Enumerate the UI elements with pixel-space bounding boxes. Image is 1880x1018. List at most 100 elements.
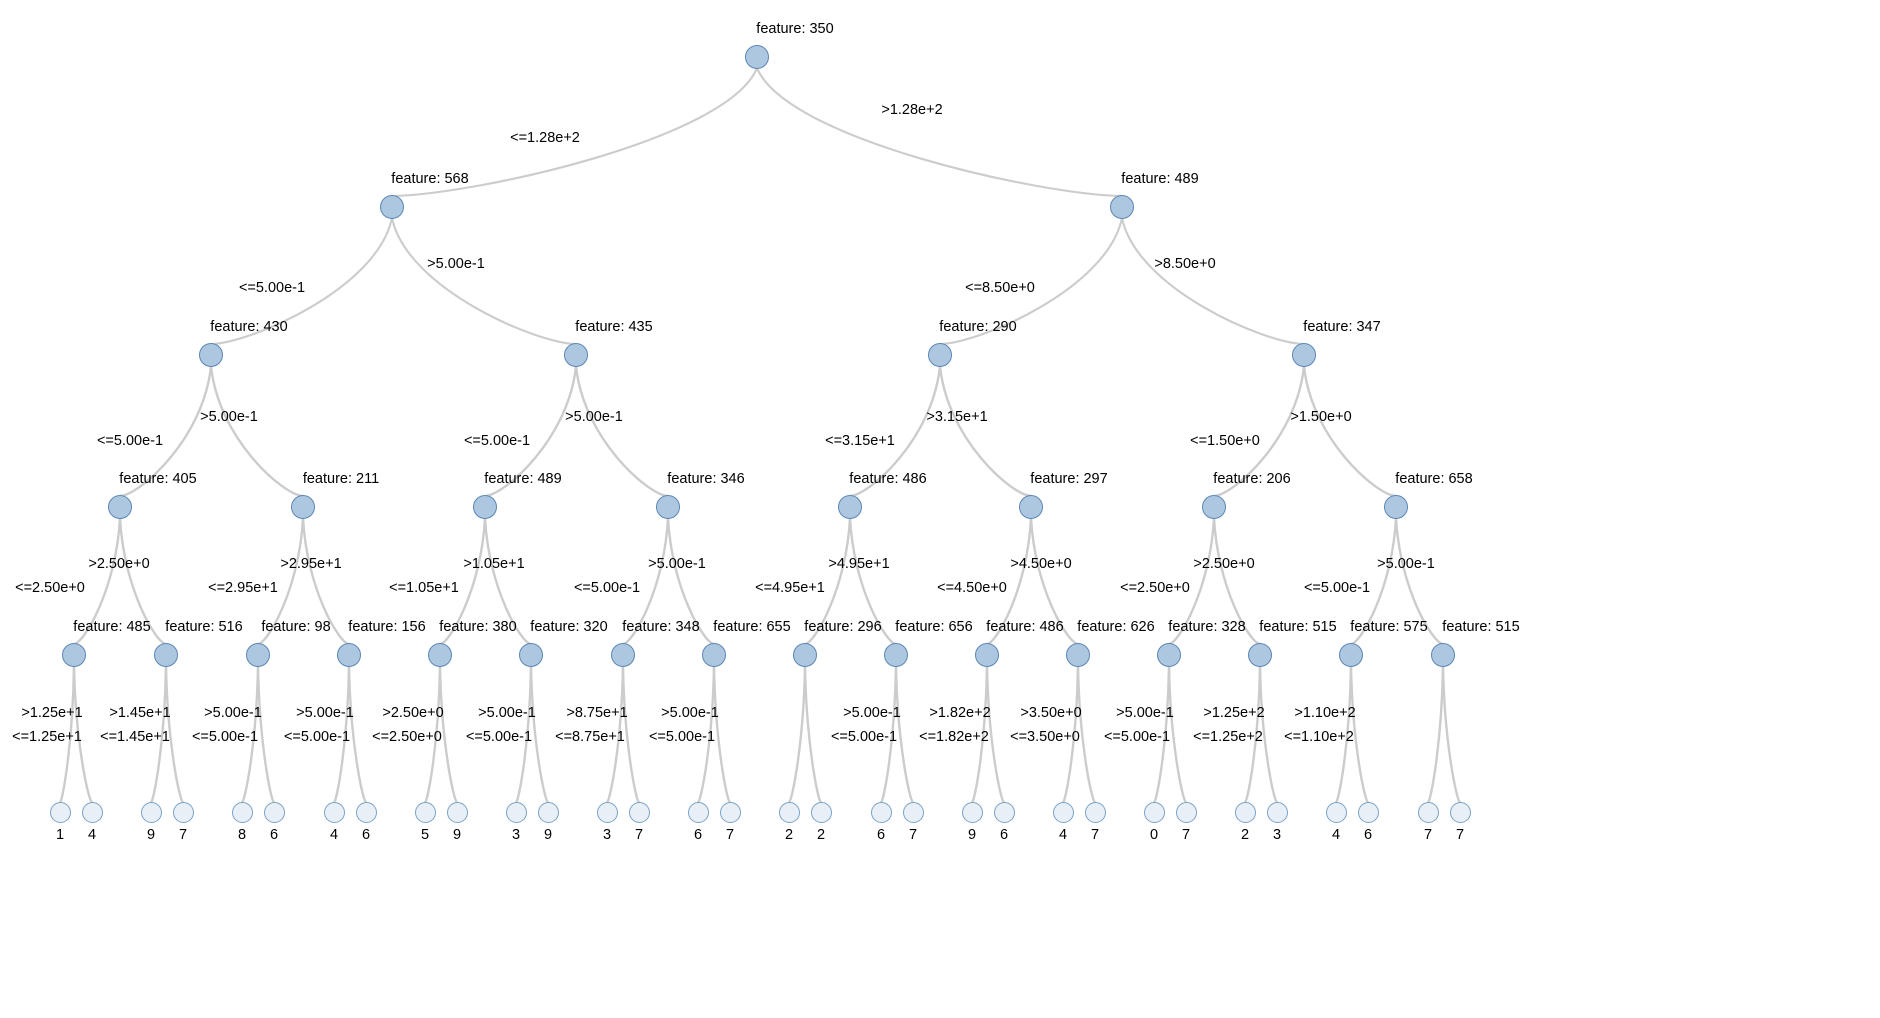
tree-node-n2[interactable]: [1110, 195, 1134, 219]
tree-leaf-l11[interactable]: [537, 801, 559, 823]
edge-split-label: <=5.00e-1: [830, 729, 898, 745]
tree-leaf-l10[interactable]: [505, 801, 527, 823]
tree-node-n21[interactable]: [611, 643, 635, 667]
tree-leaf-l13[interactable]: [628, 801, 650, 823]
tree-leaf-l6[interactable]: [323, 801, 345, 823]
tree-leaf-l19[interactable]: [902, 801, 924, 823]
tree-leaf-l17[interactable]: [810, 801, 832, 823]
node-feature-label: feature: 656: [895, 619, 973, 635]
tree-node-n10[interactable]: [656, 495, 680, 519]
tree-edge: [72, 516, 122, 646]
tree-node-n25[interactable]: [975, 643, 999, 667]
tree-node-n9[interactable]: [473, 495, 497, 519]
tree-node-n20[interactable]: [519, 643, 543, 667]
tree-leaf-l14[interactable]: [687, 801, 709, 823]
node-feature-label: feature: 405: [119, 471, 197, 487]
tree-leaf-l21[interactable]: [993, 801, 1015, 823]
tree-leaf-l1[interactable]: [81, 801, 103, 823]
tree-leaf-l0[interactable]: [49, 801, 71, 823]
node-feature-label: feature: 655: [713, 619, 791, 635]
tree-leaf-l30[interactable]: [1417, 801, 1439, 823]
tree-node-n24[interactable]: [884, 643, 908, 667]
tree-leaf-l8[interactable]: [414, 801, 436, 823]
tree-leaf-l2[interactable]: [140, 801, 162, 823]
tree-node-n26[interactable]: [1066, 643, 1090, 667]
tree-node-n3[interactable]: [199, 343, 223, 367]
leaf-class-label: 7: [1423, 827, 1433, 843]
tree-leaf-l23[interactable]: [1084, 801, 1106, 823]
leaf-class-label: 9: [967, 827, 977, 843]
leaf-class-label: 7: [1181, 827, 1191, 843]
tree-edge: [256, 664, 276, 804]
tree-edge: [803, 664, 823, 804]
tree-node-n15[interactable]: [62, 643, 86, 667]
edge-split-label: <=3.50e+0: [1010, 729, 1080, 745]
edge-split-label: >1.10e+2: [1294, 705, 1356, 721]
edge-split-label: <=5.00e-1: [648, 729, 716, 745]
tree-edge: [1152, 664, 1171, 804]
tree-edge: [240, 664, 260, 804]
tree-edge: [985, 516, 1033, 646]
tree-node-n27[interactable]: [1157, 643, 1181, 667]
node-feature-label: feature: 568: [391, 171, 469, 187]
tree-leaf-l20[interactable]: [961, 801, 983, 823]
tree-leaf-l7[interactable]: [355, 801, 377, 823]
tree-node-n29[interactable]: [1339, 643, 1363, 667]
edge-split-label: <=1.82e+2: [919, 729, 989, 745]
tree-edge: [1167, 516, 1216, 646]
tree-node-n28[interactable]: [1248, 643, 1272, 667]
tree-node-n14[interactable]: [1384, 495, 1408, 519]
tree-leaf-l15[interactable]: [719, 801, 741, 823]
edge-split-label: >4.50e+0: [1010, 556, 1072, 572]
tree-leaf-l16[interactable]: [778, 801, 800, 823]
leaf-class-label: 3: [1272, 827, 1282, 843]
leaf-class-label: 7: [634, 827, 644, 843]
tree-leaf-l26[interactable]: [1234, 801, 1256, 823]
leaf-class-label: 4: [87, 827, 97, 843]
edge-split-label: >1.25e+2: [1203, 705, 1265, 721]
tree-leaf-l31[interactable]: [1449, 801, 1471, 823]
tree-node-n18[interactable]: [337, 643, 361, 667]
edge-split-label: >5.00e-1: [843, 705, 901, 721]
tree-leaf-l22[interactable]: [1052, 801, 1074, 823]
tree-node-n8[interactable]: [291, 495, 315, 519]
node-feature-label: feature: 156: [348, 619, 426, 635]
tree-leaf-l5[interactable]: [263, 801, 285, 823]
tree-node-n17[interactable]: [246, 643, 270, 667]
tree-node-n22[interactable]: [702, 643, 726, 667]
tree-node-n19[interactable]: [428, 643, 452, 667]
leaf-class-label: 7: [178, 827, 188, 843]
tree-leaf-l27[interactable]: [1266, 801, 1288, 823]
node-feature-label: feature: 348: [622, 619, 700, 635]
tree-leaf-l3[interactable]: [172, 801, 194, 823]
tree-node-n0[interactable]: [745, 45, 769, 69]
tree-node-n6[interactable]: [1292, 343, 1316, 367]
tree-node-n16[interactable]: [154, 643, 178, 667]
tree-node-n12[interactable]: [1019, 495, 1043, 519]
tree-node-n5[interactable]: [928, 343, 952, 367]
tree-edge: [1349, 664, 1370, 804]
tree-leaf-l18[interactable]: [870, 801, 892, 823]
tree-edge: [390, 66, 759, 198]
tree-leaf-l9[interactable]: [446, 801, 468, 823]
tree-node-n1[interactable]: [380, 195, 404, 219]
leaf-class-label: 2: [1240, 827, 1250, 843]
tree-edge: [1302, 364, 1398, 498]
tree-leaf-l24[interactable]: [1143, 801, 1165, 823]
leaf-class-label: 1: [55, 827, 65, 843]
tree-node-n13[interactable]: [1202, 495, 1226, 519]
tree-leaf-l29[interactable]: [1357, 801, 1379, 823]
tree-node-n7[interactable]: [108, 495, 132, 519]
tree-leaf-l4[interactable]: [231, 801, 253, 823]
tree-leaf-l28[interactable]: [1325, 801, 1347, 823]
leaf-class-label: 6: [269, 827, 279, 843]
tree-node-n23[interactable]: [793, 643, 817, 667]
tree-edge: [803, 516, 852, 646]
edge-split-label: <=5.00e-1: [96, 433, 164, 449]
tree-leaf-l25[interactable]: [1175, 801, 1197, 823]
tree-node-n30[interactable]: [1431, 643, 1455, 667]
tree-edge: [164, 664, 185, 804]
tree-node-n11[interactable]: [838, 495, 862, 519]
tree-node-n4[interactable]: [564, 343, 588, 367]
tree-leaf-l12[interactable]: [596, 801, 618, 823]
